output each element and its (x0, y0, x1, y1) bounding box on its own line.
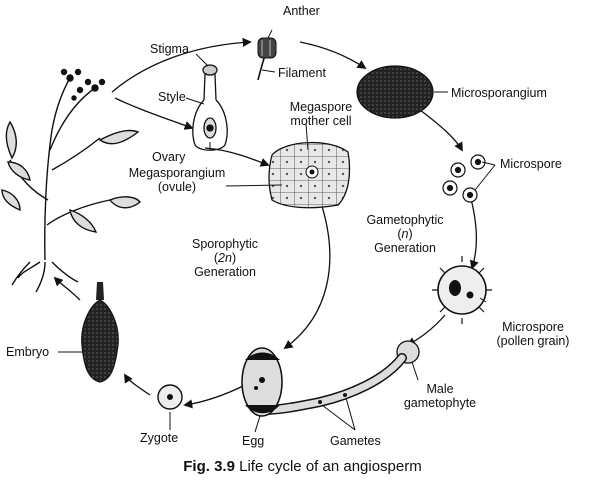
figure-caption: Fig. 3.9 Life cycle of an angiosperm (0, 458, 605, 475)
leader-lines (58, 29, 496, 433)
arrow-embryo-to-plant (53, 276, 81, 301)
arrow-anther-to-microsporangium (299, 41, 367, 70)
label-style: Style (158, 90, 186, 104)
microsporangium-illustration (356, 65, 434, 119)
pollen-grain-illustration (432, 256, 492, 324)
arrow-egg-to-zygote (183, 384, 246, 409)
anther-illustration (257, 37, 277, 81)
male-gametophyte-illustration (260, 340, 420, 415)
arrow-microspore-to-pollen (469, 194, 479, 270)
plant-illustration (1, 68, 141, 293)
label-microspore: Microspore (500, 157, 562, 171)
caption-text: Life cycle of an angiosperm (239, 458, 422, 475)
label-gametes: Gametes (330, 434, 381, 448)
arrow-ovary-to-megasporangium (204, 147, 270, 167)
arrow-zygote-to-embryo (124, 373, 151, 396)
arrow-microsporangium-to-microspore (419, 109, 463, 152)
label-embryo: Embryo (6, 345, 50, 359)
label-zygote: Zygote (140, 431, 179, 445)
pistil-illustration (192, 64, 228, 151)
megasporangium-illustration (268, 141, 351, 209)
label-gametophytic-generation: Gametophytic (n) Generation (366, 213, 444, 255)
embryo-illustration (81, 282, 119, 383)
arrow-pollen-to-gametophyte (406, 314, 446, 346)
label-megaspore-mother-cell: Megaspore mother cell (289, 100, 353, 128)
label-male-gametophyte: Male gametophyte (403, 382, 477, 410)
arrow-megasporangium-to-egg (283, 199, 331, 350)
label-ovary: Ovary (152, 150, 186, 164)
label-microsporangium: Microsporangium (451, 86, 547, 100)
zygote-illustration (157, 384, 183, 410)
label-megasporangium: Megasporangium (ovule) (128, 166, 226, 194)
caption-prefix: Fig. 3.9 (183, 458, 235, 475)
label-egg: Egg (242, 434, 265, 448)
arrow-plant-to-anther (111, 37, 252, 93)
label-sporophytic-generation: Sporophytic (2n) Generation (191, 237, 258, 279)
egg-illustration (241, 347, 283, 417)
label-stigma: Stigma (150, 42, 189, 56)
label-anther: Anther (283, 4, 320, 18)
label-microspore-pollen-grain: Microspore (pollen grain) (496, 320, 570, 348)
arrow-plant-to-ovary (114, 97, 194, 130)
label-filament: Filament (278, 66, 326, 80)
microspore-illustration (442, 154, 486, 203)
cycle-arrows (53, 37, 479, 409)
